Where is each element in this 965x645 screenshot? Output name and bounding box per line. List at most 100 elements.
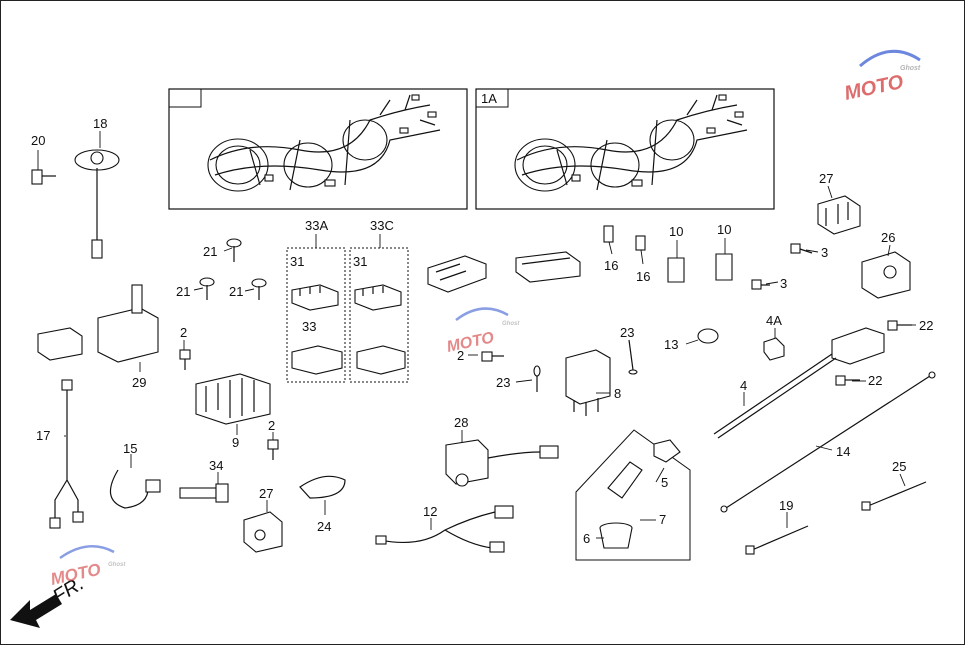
callout-14: 14 [836, 444, 850, 459]
bolt-20 [31, 150, 56, 185]
callout-3b: 3 [780, 276, 787, 291]
harness-17 [49, 379, 84, 529]
callout-8: 8 [614, 386, 621, 401]
sensor-18 [74, 131, 120, 259]
ecu-module-b [515, 251, 581, 283]
bracket-27b [243, 500, 283, 553]
bolt-34 [179, 472, 229, 503]
kit-box-33A: 33A [286, 218, 346, 383]
connector-31a-part [291, 284, 339, 311]
wire-12 [375, 505, 514, 553]
callout-22a: 22 [919, 318, 933, 333]
main-harness-1A [514, 94, 748, 192]
kit-box-33C: 33C [349, 218, 409, 383]
cable-tie-25 [861, 481, 927, 511]
svg-text:Ghost: Ghost [108, 562, 126, 568]
callout-27a: 27 [819, 171, 833, 186]
cover-6 [599, 522, 633, 549]
screw-21b [199, 277, 215, 300]
callout-16a: 16 [604, 258, 618, 273]
svg-text:MOTO: MOTO [842, 71, 905, 105]
callout-26: 26 [881, 230, 895, 245]
bolt-2b [267, 439, 279, 460]
pin-23b [533, 365, 541, 392]
connector-27a [817, 195, 861, 235]
svg-text:Ghost: Ghost [502, 321, 520, 327]
sensor-28 [445, 430, 559, 487]
callout-21c: 21 [229, 284, 243, 299]
callout-2c: 2 [457, 348, 464, 363]
box-33A-label: 33A [305, 218, 328, 233]
screw-21a [226, 238, 242, 262]
bolt-22b [835, 375, 860, 386]
strap-24 [299, 475, 346, 515]
regulator-9 [195, 373, 271, 435]
callout-31a: 31 [290, 254, 304, 269]
callout-27b: 27 [259, 486, 273, 501]
callout-34: 34 [209, 458, 223, 473]
solenoid-29 [37, 284, 159, 372]
callout-6: 6 [583, 531, 590, 546]
screw-21c [251, 278, 267, 300]
callout-numbers: 20 18 21 21 21 31 31 33 16 16 10 10 3 3 … [31, 116, 933, 546]
bolt-3a [790, 243, 813, 254]
callout-25: 25 [892, 459, 906, 474]
callout-4: 4 [740, 378, 747, 393]
bolt-2c [481, 351, 504, 362]
clamp-15 [109, 454, 161, 509]
callout-12: 12 [423, 504, 437, 519]
callout-28: 28 [454, 415, 468, 430]
watermark-logo-bottom: MOTO Ghost [49, 545, 126, 589]
cable-14 [720, 371, 936, 513]
ecu-module-a [427, 255, 487, 293]
callout-10a: 10 [669, 224, 683, 239]
cable-tie-19 [745, 525, 809, 555]
fuse-10b [715, 253, 733, 281]
callout-10b: 10 [717, 222, 731, 237]
callout-29: 29 [132, 375, 146, 390]
watermark-logo-middle: MOTO Ghost [445, 307, 520, 356]
callout-24: 24 [317, 519, 331, 534]
box-1A-label: 1A [481, 91, 497, 106]
kit-7 [575, 429, 691, 561]
callout-21b: 21 [176, 284, 190, 299]
relay-8 [565, 349, 611, 416]
cap-4A [763, 328, 785, 361]
callout-20: 20 [31, 133, 45, 148]
bolt-3b [751, 279, 770, 290]
callout-7: 7 [659, 512, 666, 527]
callout-9: 9 [232, 435, 239, 450]
connector-31b-part [354, 284, 402, 311]
module-33-part [291, 345, 343, 375]
callout-2b: 2 [268, 418, 275, 433]
callout-21a: 21 [203, 244, 217, 259]
plug-cap-part [607, 461, 643, 499]
svg-text:Ghost: Ghost [900, 65, 921, 72]
bolt-2a [179, 349, 191, 370]
callout-23b: 23 [496, 375, 510, 390]
socket-26 [861, 251, 911, 299]
pin-23a [628, 339, 638, 375]
fuse-16b [635, 235, 646, 251]
box-33C-label: 33C [370, 218, 394, 233]
callout-15: 15 [123, 441, 137, 456]
module-33c-part [356, 345, 406, 375]
callout-16b: 16 [636, 269, 650, 284]
leader-lines [64, 185, 916, 539]
boot-5 [653, 439, 681, 463]
callout-17: 17 [36, 428, 50, 443]
bulb-13 [685, 328, 719, 345]
callout-19: 19 [779, 498, 793, 513]
callout-23a: 23 [620, 325, 634, 340]
watermark-logo-top: MOTO Ghost [842, 49, 921, 105]
harness-box-1 [168, 88, 468, 210]
callout-4A: 4A [766, 313, 782, 328]
callout-18: 18 [93, 116, 107, 131]
callout-13: 13 [664, 337, 678, 352]
main-harness-1 [207, 94, 441, 192]
callout-33: 33 [302, 319, 316, 334]
harness-box-1A: 1A [475, 88, 775, 210]
callout-31b: 31 [353, 254, 367, 269]
callout-22b: 22 [868, 373, 882, 388]
